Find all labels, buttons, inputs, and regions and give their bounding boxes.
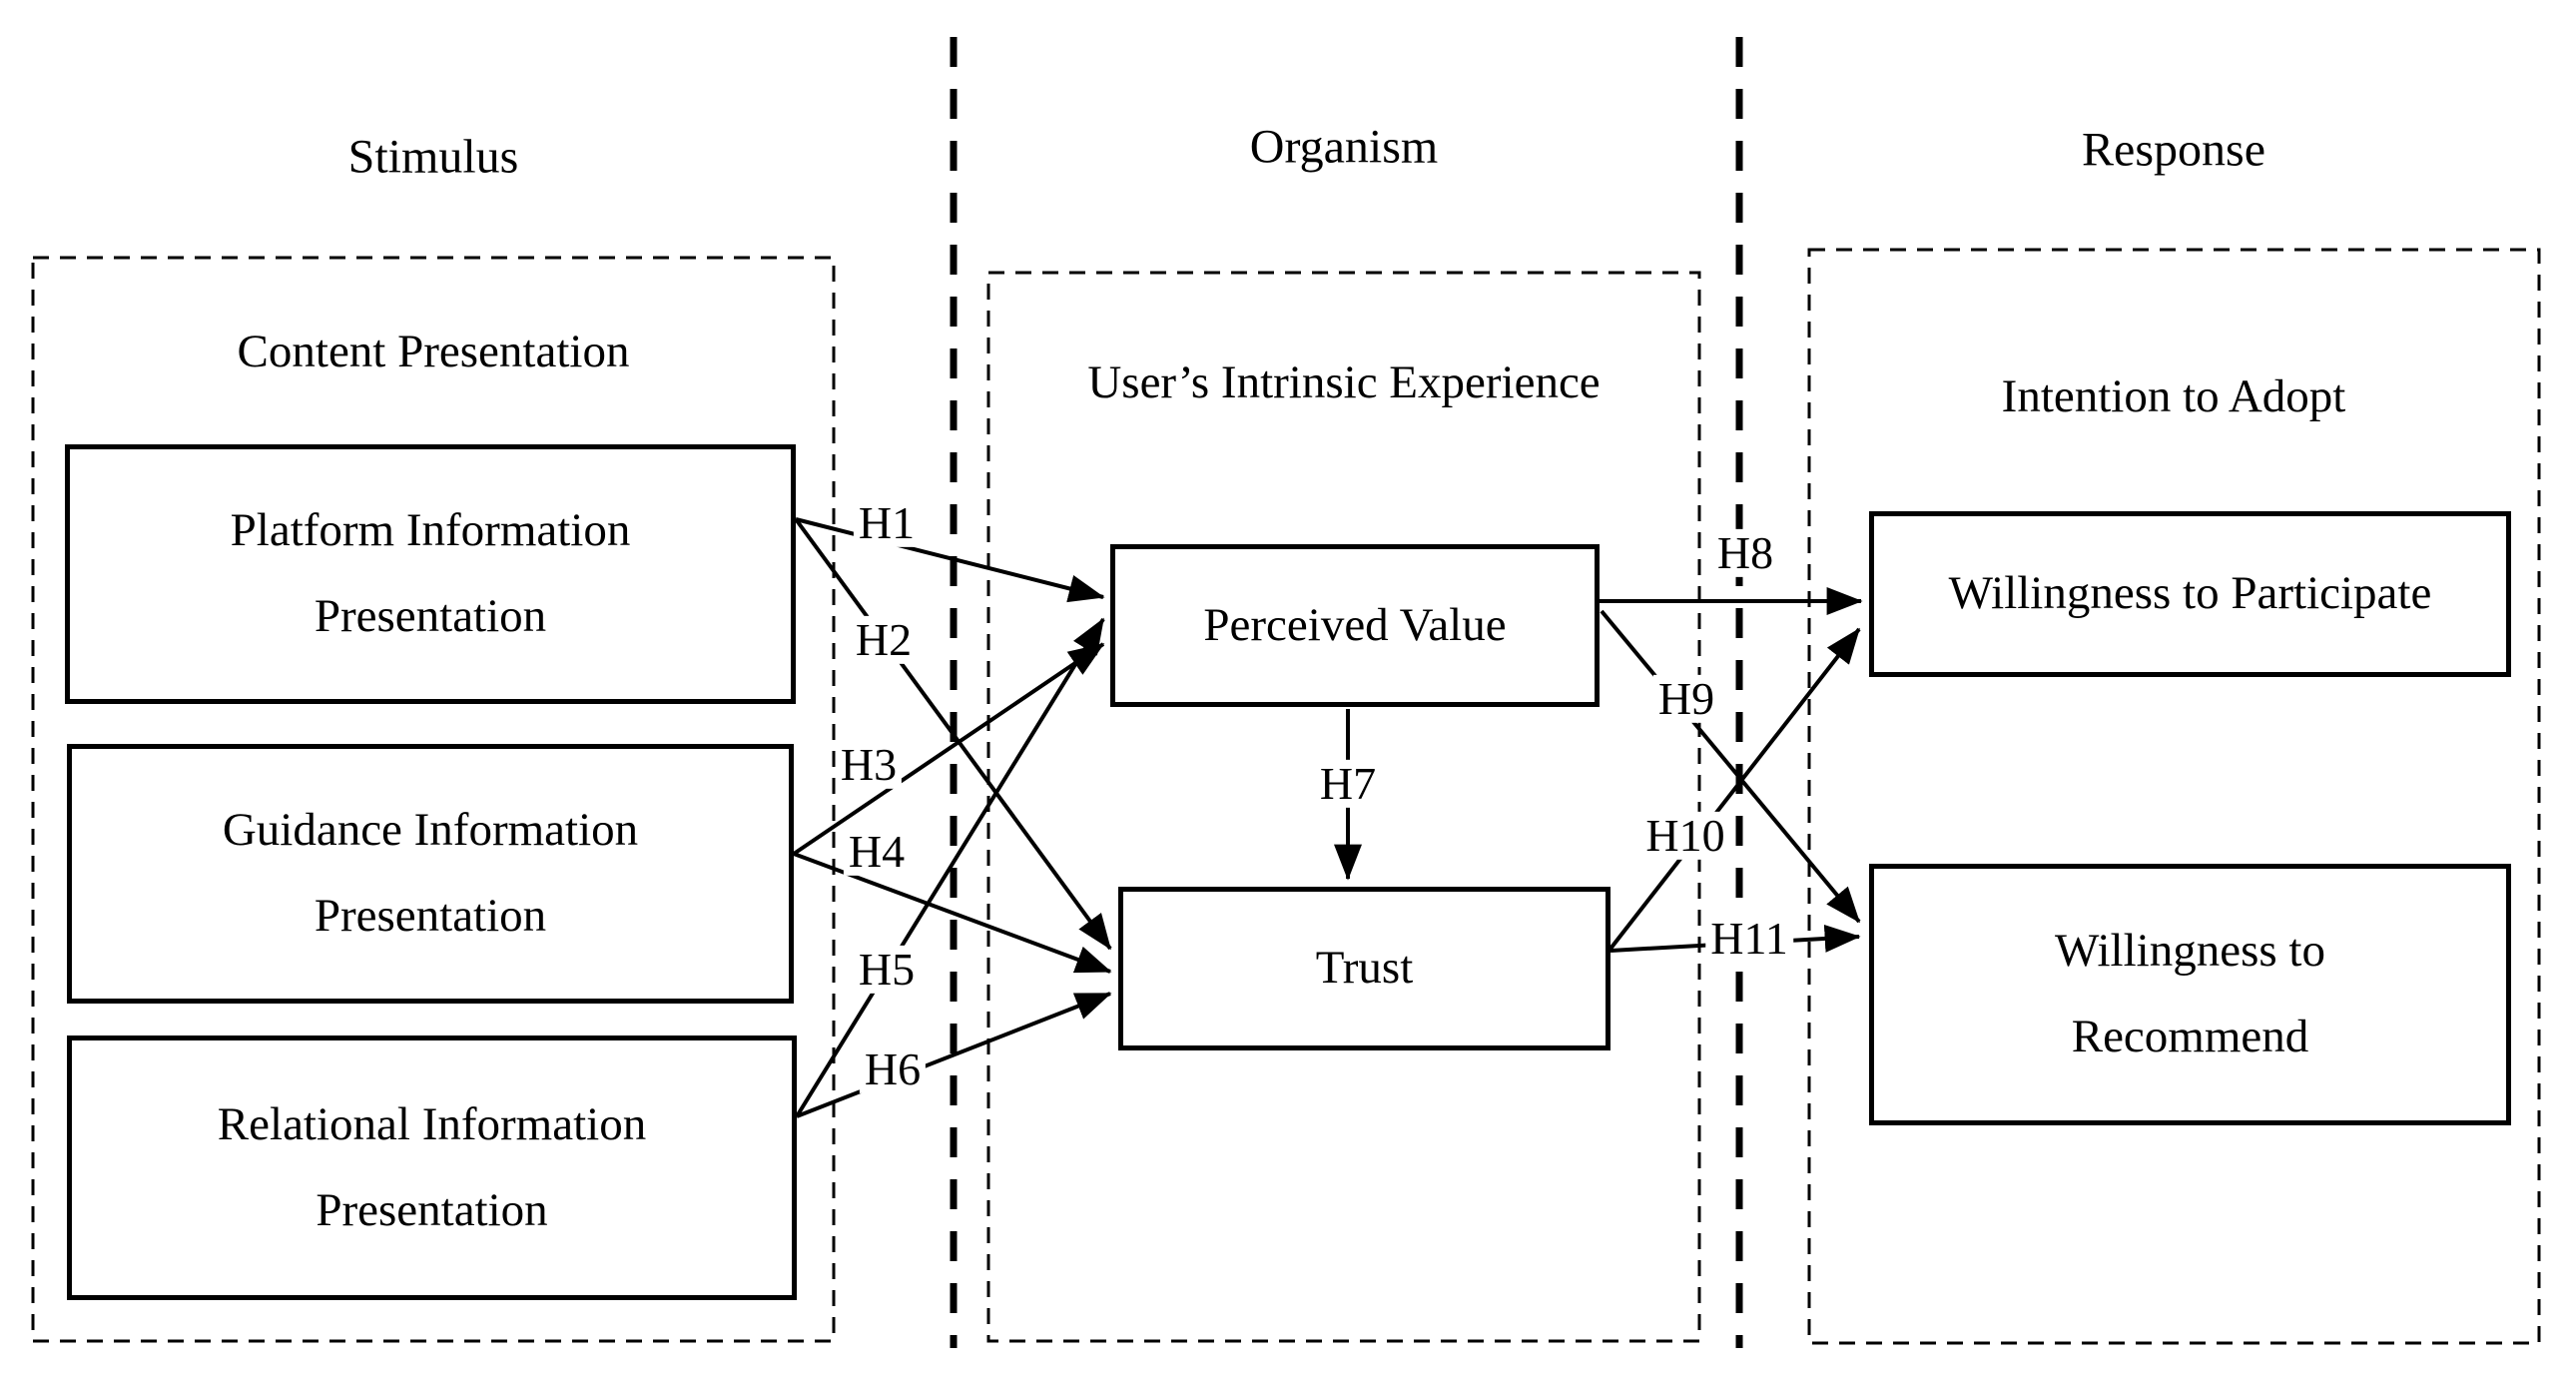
arrow-h5 <box>795 617 1105 1118</box>
node-willingness-to-participate: Willingness to Participate <box>1869 511 2511 677</box>
arrow-h1 <box>795 517 1105 603</box>
arrow-h6 <box>796 992 1112 1118</box>
hypothesis-label-h3: H3 <box>835 740 903 790</box>
section-title-stimulus: Stimulus <box>347 130 519 184</box>
hypothesis-label-h11: H11 <box>1705 914 1793 964</box>
hypothesis-label-h7: H7 <box>1314 759 1382 809</box>
node-willingness-to-recommend: Willingness to Recommend <box>1869 864 2511 1125</box>
hypothesis-label-h5: H5 <box>853 945 921 995</box>
response-panel-border <box>1807 248 2541 1345</box>
hypothesis-label-h4: H4 <box>843 827 911 877</box>
node-perceived-value: Perceived Value <box>1110 544 1600 707</box>
node-platform-information-presentation: Platform Information Presentation <box>65 444 796 704</box>
arrow-h2 <box>794 517 1112 951</box>
section-title-response: Response <box>2082 123 2265 177</box>
node-relational-information-presentation: Relational Information Presentation <box>67 1036 797 1300</box>
hypothesis-label-h10: H10 <box>1640 811 1730 861</box>
hypothesis-label-h2: H2 <box>850 615 918 665</box>
node-guidance-information-presentation: Guidance Information Presentation <box>67 744 794 1004</box>
arrow-h3 <box>792 642 1105 856</box>
hypothesis-label-h8: H8 <box>1711 528 1779 578</box>
hypothesis-label-h9: H9 <box>1652 674 1720 724</box>
arrow-h10 <box>1609 627 1861 951</box>
group-label-intention-to-adopt: Intention to Adopt <box>2001 370 2346 422</box>
group-label-content-presentation: Content Presentation <box>237 326 630 377</box>
hypothesis-label-h1: H1 <box>853 498 921 548</box>
group-label-users-intrinsic-experience: User’s Intrinsic Experience <box>1087 356 1601 408</box>
hypothesis-label-h6: H6 <box>859 1044 927 1094</box>
node-trust: Trust <box>1118 887 1610 1050</box>
section-title-organism: Organism <box>1249 120 1439 174</box>
arrow-h9 <box>1600 609 1861 924</box>
